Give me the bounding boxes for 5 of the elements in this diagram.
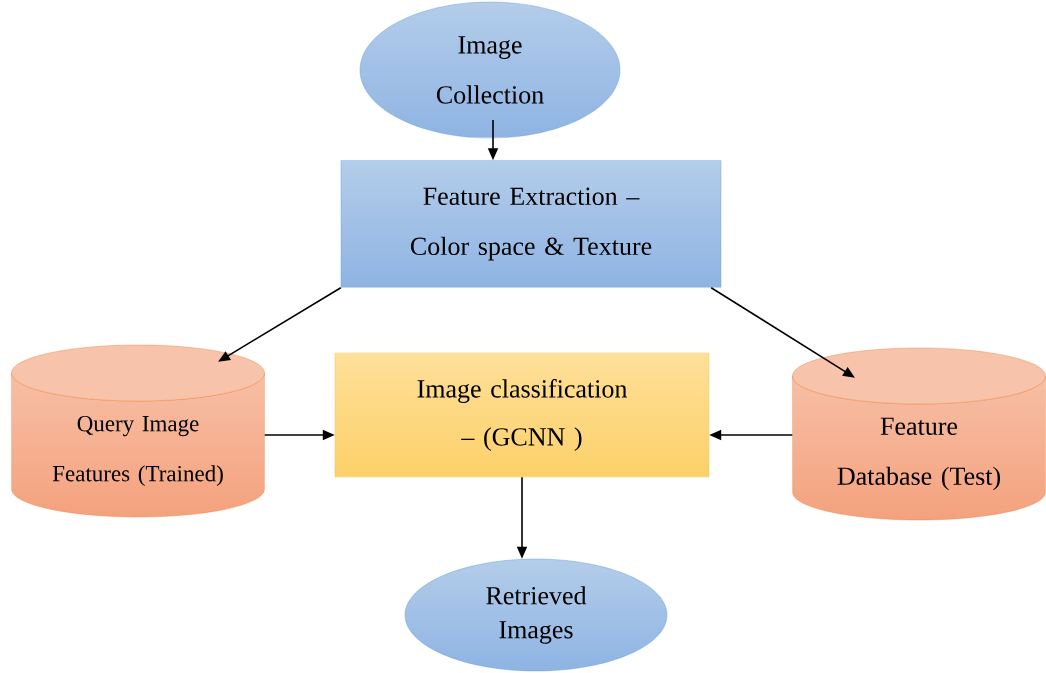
database-cylinder: Query Image Features (Trained) — [11, 344, 265, 518]
process-box: Image classification – (GCNN ) — [334, 352, 710, 478]
arrow — [710, 286, 855, 378]
process-box: Feature Extraction – Color space & Texture — [340, 160, 722, 288]
database-cylinder: Feature Database (Test) — [792, 347, 1046, 521]
